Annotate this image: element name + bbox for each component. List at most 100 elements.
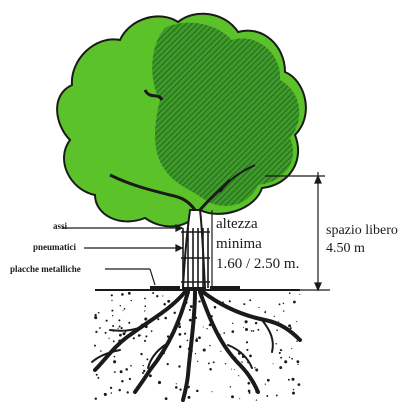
- soil-dot: [241, 361, 243, 363]
- soil-dot: [142, 372, 144, 374]
- soil-dot: [245, 320, 248, 323]
- soil-dot: [94, 316, 97, 319]
- soil-dot: [162, 295, 163, 296]
- soil-dot: [254, 367, 255, 368]
- soil-dot: [179, 345, 182, 348]
- tree-roots: [92, 292, 300, 400]
- soil-dot: [245, 328, 248, 331]
- soil-dot: [275, 343, 277, 345]
- soil-dot: [179, 388, 181, 390]
- soil-dot: [146, 358, 148, 360]
- soil-dot: [128, 292, 131, 295]
- soil-dot: [213, 361, 215, 363]
- soil-dot: [257, 329, 259, 331]
- clearance-dimension: [265, 172, 330, 290]
- soil-dot: [106, 320, 108, 322]
- soil-dot: [220, 351, 221, 352]
- soil-dot: [209, 368, 212, 371]
- soil-dot: [179, 333, 182, 336]
- soil-dot: [292, 392, 295, 395]
- soil-dot: [112, 325, 114, 327]
- label-pneumatici: pneumatici: [33, 242, 77, 252]
- soil-dot: [279, 366, 282, 369]
- label-minima: minima: [216, 236, 262, 252]
- soil-dot: [291, 358, 293, 360]
- soil-dot: [130, 365, 132, 367]
- soil-dot: [209, 345, 210, 346]
- soil-dot: [125, 368, 128, 371]
- soil-dot: [131, 300, 132, 301]
- soil-dot: [296, 340, 298, 342]
- soil-dot: [178, 325, 181, 328]
- soil-dot: [156, 295, 158, 297]
- label-spazio-libero: spazio libero: [326, 223, 398, 238]
- soil-dot: [118, 389, 120, 391]
- soil-dot: [280, 357, 282, 359]
- soil-dot: [111, 310, 113, 312]
- soil-dot: [114, 356, 116, 358]
- soil-dot: [144, 310, 145, 311]
- soil-dot: [198, 336, 201, 339]
- soil-dot: [265, 383, 266, 384]
- label-clearance-value: 4.50 m: [326, 241, 365, 256]
- soil-dot: [246, 341, 248, 343]
- soil-dot: [256, 399, 257, 400]
- soil-dot: [249, 392, 251, 394]
- soil-dot: [276, 394, 278, 396]
- soil-dot: [230, 386, 232, 388]
- soil-dot: [97, 377, 99, 379]
- soil-dot: [151, 330, 153, 332]
- soil-dot: [98, 312, 100, 314]
- soil-dot: [104, 393, 107, 396]
- soil-dot: [197, 361, 198, 362]
- soil-dot: [196, 340, 198, 342]
- soil-dot: [133, 337, 135, 339]
- soil-dot: [189, 386, 190, 387]
- soil-dot: [157, 318, 159, 320]
- soil-dot: [144, 317, 147, 320]
- soil-dot: [231, 369, 232, 370]
- soil-dot: [258, 307, 259, 308]
- soil-dot: [144, 340, 146, 342]
- soil-dot: [119, 326, 121, 328]
- soil-dot: [266, 395, 268, 397]
- soil-dot: [114, 371, 116, 373]
- soil-dot: [189, 309, 191, 311]
- soil-dot: [144, 305, 146, 307]
- soil-dot: [94, 345, 96, 347]
- soil-dot: [117, 328, 118, 329]
- soil-dot: [145, 335, 147, 337]
- soil-dot: [288, 324, 291, 327]
- soil-dot: [129, 378, 131, 380]
- soil-dot: [279, 352, 281, 354]
- soil-dot: [113, 340, 115, 342]
- soil-dot: [167, 300, 170, 303]
- label-placche-metalliche: placche metalliche: [10, 264, 81, 274]
- soil-dot: [165, 397, 168, 400]
- soil-dot: [249, 355, 252, 358]
- soil: [94, 292, 300, 401]
- soil-dot: [163, 303, 166, 306]
- soil-dot: [284, 360, 287, 363]
- soil-dot: [234, 369, 235, 370]
- soil-dot: [152, 292, 154, 294]
- soil-dot: [140, 353, 142, 355]
- soil-dot: [296, 360, 299, 363]
- soil-dot: [196, 390, 199, 393]
- soil-dot: [110, 387, 112, 389]
- soil-dot: [178, 365, 180, 367]
- soil-dot: [298, 383, 301, 386]
- soil-dot: [251, 330, 253, 332]
- soil-dot: [143, 365, 144, 366]
- soil-dot: [128, 322, 130, 324]
- soil-dot: [198, 300, 200, 302]
- soil-dot: [120, 370, 123, 373]
- soil-dot: [238, 375, 239, 376]
- soil-dot: [246, 349, 248, 351]
- soil-dot: [176, 383, 177, 384]
- soil-dot: [95, 331, 97, 333]
- soil-dot: [108, 338, 109, 339]
- label-leaders: [62, 225, 182, 285]
- soil-dot: [121, 380, 123, 382]
- soil-dot: [243, 327, 244, 328]
